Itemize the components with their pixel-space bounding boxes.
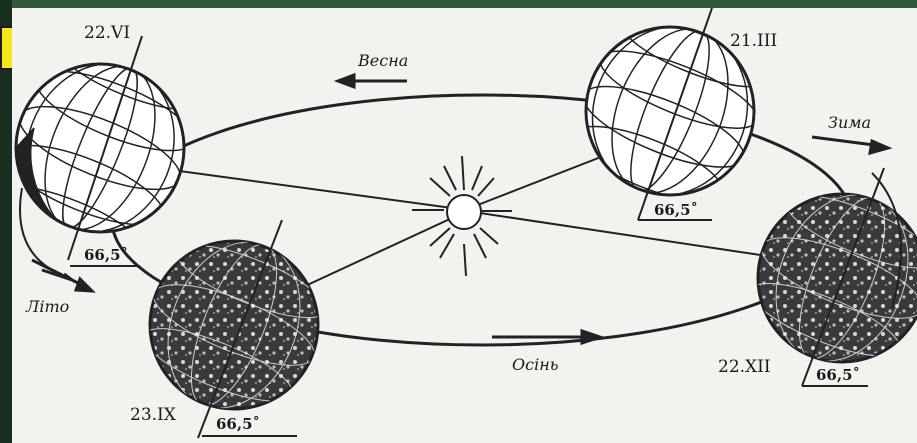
label-december-solstice: 22.XII [718,357,771,377]
label-spring: Весна [357,51,408,70]
angle-december: 66,5˚ [816,366,860,384]
winter-arrow [812,137,874,145]
label-autumn: Осінь [512,355,558,374]
angle-september: 66,5˚ [216,415,260,433]
earth-globe-december [743,168,917,386]
summer-arrow [32,260,80,284]
slide-top-stripe [0,0,917,8]
label-summer: Літо [25,297,69,316]
earth-globe-june [12,24,211,280]
earth-orbit-diagram: 22.VI 21.III 23.IX 22.XII Весна Зима Літ… [12,8,917,443]
angle-march: 66,5˚ [654,201,698,219]
label-september-equinox: 23.IX [130,405,177,425]
angle-june: 66,5˚ [84,246,128,264]
label-winter: Зима [828,113,871,132]
label-june-solstice: 22.VI [84,23,130,43]
label-march-equinox: 21.III [730,31,777,51]
